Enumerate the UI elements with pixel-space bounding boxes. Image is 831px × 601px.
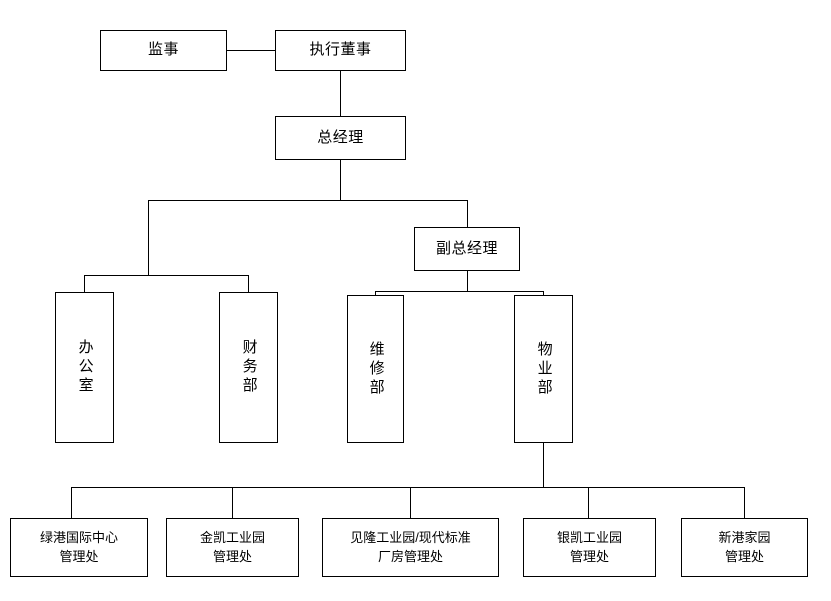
node-xingang-home-label-line1: 新港家园 xyxy=(718,530,771,546)
node-lvgang-center[interactable]: 绿港国际中心 管理处 xyxy=(10,518,148,577)
connector-left-bus xyxy=(84,275,248,276)
node-jinkai-park-label-line1: 金凯工业园 xyxy=(199,530,265,546)
connector-main-bus xyxy=(148,200,468,201)
node-supervisor-label: 监事 xyxy=(147,41,179,59)
node-deputy-general-manager-label: 副总经理 xyxy=(435,239,498,257)
connector-bottom-lvgang xyxy=(71,487,72,518)
connector-bottom-yinkai xyxy=(588,487,589,518)
node-general-manager[interactable]: 总经理 xyxy=(275,116,406,160)
node-executive-director[interactable]: 执行董事 xyxy=(275,30,406,71)
connector-bus-deputy-stem xyxy=(467,200,468,227)
node-yinkai-park-label-line1: 银凯工业园 xyxy=(556,530,622,546)
connector-general-bus-stem xyxy=(340,160,341,200)
connector-bottom-xingang xyxy=(744,487,745,518)
node-jinkai-park[interactable]: 金凯工业园 管理处 xyxy=(166,518,299,577)
connector-left-bus-finance xyxy=(248,275,249,292)
node-deputy-general-manager[interactable]: 副总经理 xyxy=(414,227,520,271)
connector-bottom-bus xyxy=(71,487,744,488)
node-yinkai-park[interactable]: 银凯工业园 管理处 xyxy=(523,518,656,577)
node-finance-dept[interactable]: 财务部 xyxy=(219,292,278,443)
node-supervisor[interactable]: 监事 xyxy=(100,30,227,71)
node-property-dept-label: 物业部 xyxy=(535,340,553,398)
node-property-dept[interactable]: 物业部 xyxy=(514,295,573,443)
node-office[interactable]: 办公室 xyxy=(55,292,114,443)
connector-executive-general xyxy=(340,71,341,116)
connector-deputy-bus xyxy=(375,291,543,292)
node-lvgang-center-label-line1: 绿港国际中心 xyxy=(39,530,118,546)
node-xingang-home[interactable]: 新港家园 管理处 xyxy=(681,518,808,577)
connector-bottom-jinkai xyxy=(232,487,233,518)
node-yinkai-park-label-line2: 管理处 xyxy=(569,548,609,564)
node-jianlong-park[interactable]: 见隆工业园/现代标准 厂房管理处 xyxy=(322,518,499,577)
connector-deputy-bus-maintenance xyxy=(375,291,376,295)
node-xingang-home-label-line2: 管理处 xyxy=(724,548,764,564)
connector-left-bus-office xyxy=(84,275,85,292)
node-lvgang-center-label-line2: 管理处 xyxy=(59,548,99,564)
node-finance-dept-label: 财务部 xyxy=(240,339,258,396)
node-jinkai-park-label-line2: 管理处 xyxy=(212,548,252,564)
connector-bottom-jianlong xyxy=(410,487,411,518)
node-jianlong-park-label-line2: 厂房管理处 xyxy=(377,548,443,564)
node-jianlong-park-label-line1: 见隆工业园/现代标准 xyxy=(350,530,471,546)
connector-bus-left-stem xyxy=(148,200,149,275)
node-maintenance-dept-label: 维修部 xyxy=(367,340,385,398)
connector-supervisor-executive xyxy=(226,50,275,51)
node-executive-director-label: 执行董事 xyxy=(309,41,372,59)
connector-deputy-stem xyxy=(467,271,468,291)
connector-property-stem xyxy=(543,443,544,487)
node-office-label: 办公室 xyxy=(76,339,94,396)
node-general-manager-label: 总经理 xyxy=(317,128,364,146)
node-maintenance-dept[interactable]: 维修部 xyxy=(347,295,404,443)
connector-deputy-bus-property xyxy=(543,291,544,295)
